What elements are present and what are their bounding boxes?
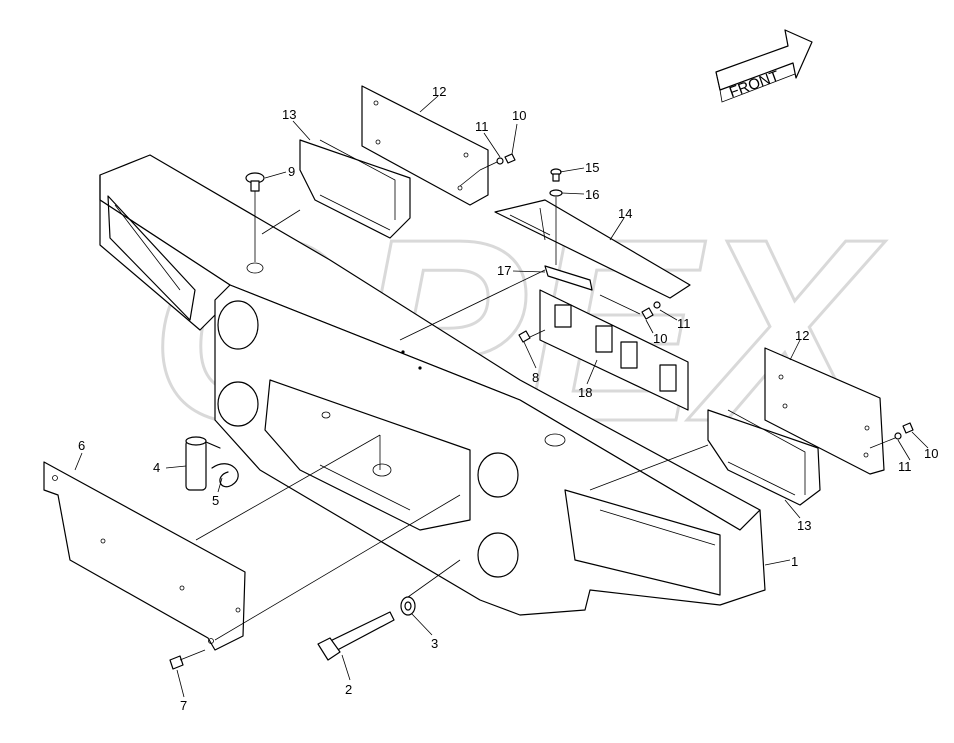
fasteners-10-11-lower [869,422,914,449]
plate-12-upper [361,85,489,206]
callout-10-upper: 10 [512,108,526,123]
fasteners-10-11-middle [641,301,661,320]
callout-12-lower: 12 [795,328,809,343]
callout-10-lower: 10 [924,446,938,461]
callout-9: 9 [288,164,295,179]
bolt-8 [518,330,531,343]
callout-17: 17 [497,263,511,278]
callout-11-upper: 11 [475,119,489,134]
plate-12-lower [764,347,885,475]
callout-15: 15 [585,160,599,175]
callout-labels: 1 2 3 4 5 6 7 8 9 10 10 10 11 11 11 12 1… [78,84,938,713]
pin-4 [185,436,221,491]
callout-13-upper: 13 [282,107,296,122]
callout-11-middle: 11 [677,316,691,331]
cover-14 [494,199,691,299]
callout-11-lower: 11 [898,459,912,474]
callout-4: 4 [153,460,160,475]
assembly-lines [195,169,709,641]
callout-13-lower: 13 [797,518,811,533]
bolt-2 [317,611,395,661]
license-plate-bracket-6 [43,461,246,651]
callout-10-middle: 10 [653,331,667,346]
bumper-body [99,154,766,616]
callout-14: 14 [618,206,632,221]
callout-16: 16 [585,187,599,202]
callout-5: 5 [212,493,219,508]
bracket-13-lower [707,409,821,506]
callout-12-upper: 12 [432,84,446,99]
callout-1: 1 [791,554,798,569]
callout-7: 7 [180,698,187,713]
callout-18: 18 [578,385,592,400]
leader-lines [74,95,929,698]
front-direction-arrow: FRONT [715,29,813,103]
washer-3 [400,596,416,616]
bracket-17 [544,265,593,291]
fasteners-10-11-upper [479,153,516,171]
callout-2: 2 [345,682,352,697]
clip-5 [211,463,239,488]
bolt-7 [169,649,206,670]
bolt-15 [550,168,562,182]
callout-8: 8 [532,370,539,385]
grille-plate-18 [539,289,689,411]
callout-3: 3 [431,636,438,651]
bracket-13-upper [299,139,411,239]
plug-9 [245,172,265,262]
callout-6: 6 [78,438,85,453]
